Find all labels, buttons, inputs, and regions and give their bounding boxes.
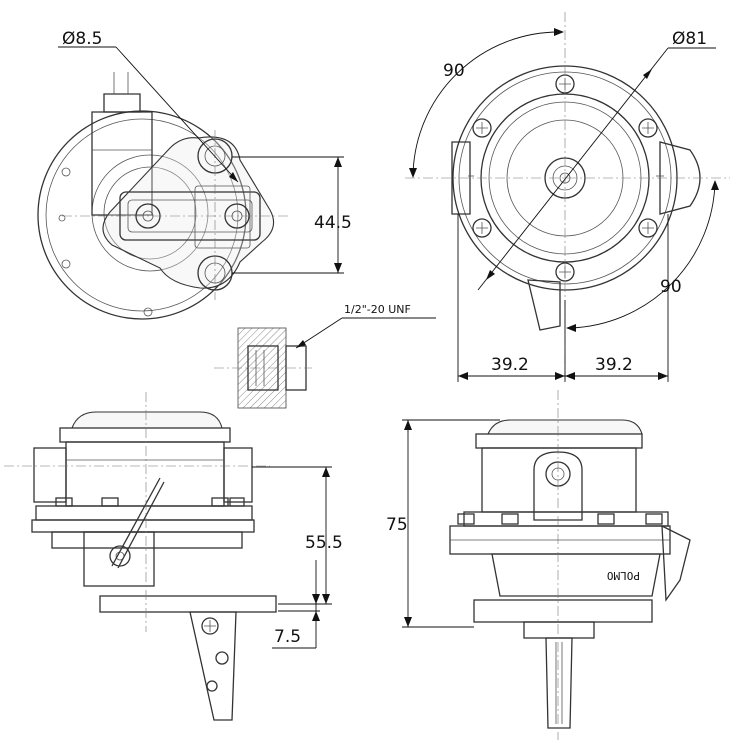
label-thread-spec: 1/2"-20 UNF: [344, 303, 411, 316]
label-bolt-hole-dia: Ø8.5: [62, 29, 102, 49]
diaphragm-diameter-dimension: Ø81: [477, 29, 716, 291]
label-angle-lower: 90: [660, 277, 682, 297]
bolt-heads-side: [457, 513, 663, 525]
half-width-dimension: 39.2 39.2: [457, 214, 669, 382]
top-left-mounting-view: [37, 72, 290, 320]
thread-detail: 1/2"-20 UNF: [214, 303, 436, 409]
label-body-height: 75: [386, 515, 408, 535]
lower-angle-dimension: 90: [566, 180, 719, 332]
bolt-heads-front: [55, 497, 245, 507]
mount-height-dimension: 55.5: [252, 466, 343, 605]
upper-angle-dimension: 90: [409, 28, 564, 178]
label-mount-height: 55.5: [305, 533, 343, 553]
hole-spacing-dimension: 44.5: [232, 156, 352, 274]
label-angle-upper: 90: [443, 61, 465, 81]
label-half-width-left: 39.2: [491, 355, 529, 375]
flange-thickness-dimension: 7.5: [272, 560, 320, 649]
bolt-hole-diameter-dimension: Ø8.5: [58, 29, 239, 183]
label-half-width-right: 39.2: [595, 355, 633, 375]
bottom-left-front-view: [4, 392, 277, 721]
body-height-dimension: 75: [386, 419, 500, 628]
label-diaphragm-dia: Ø81: [672, 29, 707, 49]
label-brand-mark: POLMO: [607, 569, 640, 582]
label-hole-spacing: 44.5: [314, 213, 352, 233]
bottom-right-side-view: POLMO: [449, 390, 691, 740]
label-flange-thickness: 7.5: [274, 627, 301, 647]
top-right-plan-view: [405, 12, 730, 380]
